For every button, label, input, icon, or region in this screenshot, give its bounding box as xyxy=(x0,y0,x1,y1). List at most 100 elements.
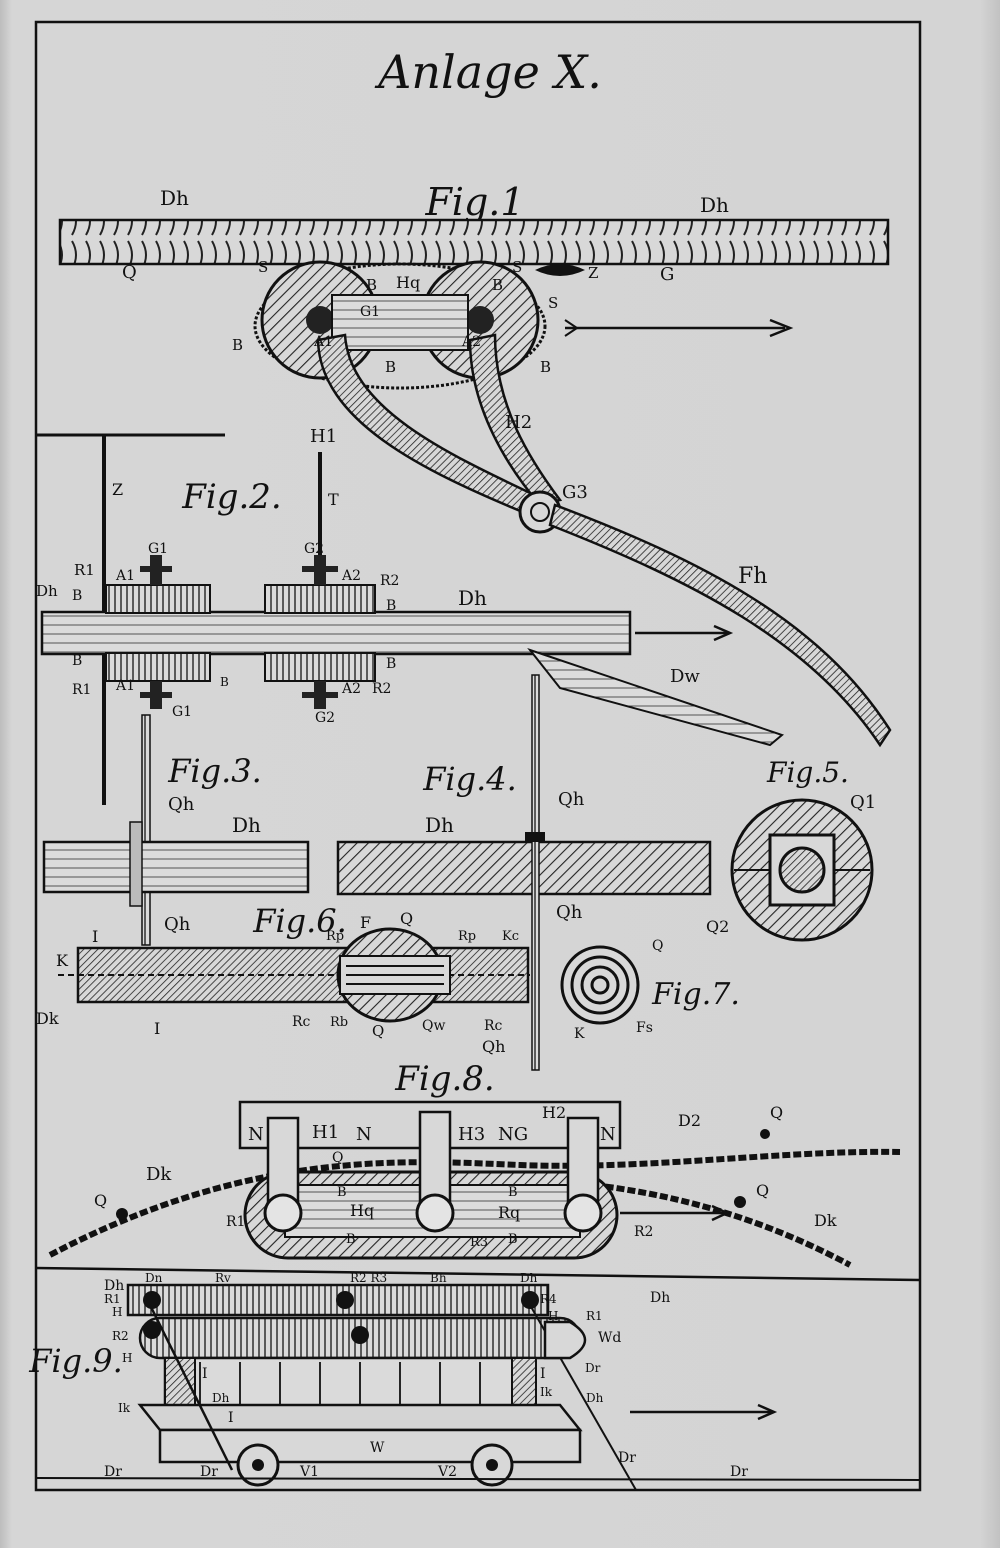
fig3-caption: Fig.3. xyxy=(167,752,262,790)
wheel-v1-hub xyxy=(252,1459,264,1471)
label: R1 xyxy=(74,561,95,579)
label: G1 xyxy=(172,704,192,720)
label: H xyxy=(112,1305,122,1319)
ground-line xyxy=(35,1477,921,1481)
clamp-q-top xyxy=(760,1129,770,1139)
fig2-caption: Fig.2. xyxy=(181,477,281,517)
label: B xyxy=(508,1185,518,1200)
label: B xyxy=(337,1185,347,1200)
label: H xyxy=(548,1309,558,1323)
label: R2 xyxy=(372,681,391,697)
label: R3 xyxy=(470,1235,488,1250)
nut-g1-bottom xyxy=(140,692,172,698)
fig9-caption: Fig.9. xyxy=(28,1342,123,1380)
nut-g2-bottom xyxy=(302,692,338,698)
cable-dz xyxy=(48,1148,901,1258)
label: Wd xyxy=(598,1330,621,1346)
label: Q xyxy=(332,1150,343,1166)
block-right-top xyxy=(264,584,376,614)
page-title: Anlage X. xyxy=(374,45,602,99)
spring-coils xyxy=(346,965,444,985)
label: T xyxy=(328,490,339,509)
label: B xyxy=(346,1232,356,1247)
label: Qw xyxy=(422,1018,445,1034)
label: Dh xyxy=(700,193,729,217)
label: Dk xyxy=(146,1164,172,1185)
coil-ring-2 xyxy=(580,965,620,1005)
label: Rb xyxy=(330,1015,348,1030)
label: R2 xyxy=(634,1224,653,1240)
label: A2 xyxy=(461,334,481,350)
label: Dh xyxy=(232,813,261,837)
label: I xyxy=(154,1019,160,1038)
axle-a1 xyxy=(306,306,334,334)
figure-6: Fig.6. I K Dk I F Q Rp Rp Kc Rc Rb Q Qw … xyxy=(36,902,530,1040)
label: B xyxy=(72,653,82,669)
label: Dh xyxy=(104,1278,124,1294)
label: R4 xyxy=(540,1292,557,1306)
rope-fh xyxy=(548,503,892,748)
figure-1: Fig.1 Dh Dh Q G S S S B B B B B Hq xyxy=(58,180,892,748)
label: H xyxy=(122,1351,132,1365)
label: NG xyxy=(498,1124,528,1145)
label: Dr xyxy=(200,1464,218,1480)
label: B xyxy=(386,598,396,614)
label: Dk xyxy=(36,1009,59,1028)
fig1-caption: Fig.1 xyxy=(424,180,524,224)
rail-bh xyxy=(126,1283,550,1317)
label: Qh xyxy=(556,902,583,923)
gear-r1 xyxy=(143,1291,161,1309)
label: R1 xyxy=(104,1292,121,1306)
label: V2 xyxy=(437,1464,457,1480)
label: H1 xyxy=(312,1122,339,1143)
fig4-caption: Fig.4. xyxy=(422,760,517,798)
label: G2 xyxy=(315,710,335,726)
label: Kc xyxy=(502,929,519,944)
label: N xyxy=(248,1124,264,1145)
car-windows xyxy=(199,1362,481,1424)
label: Fh xyxy=(738,564,767,589)
nut-g2-top xyxy=(302,566,338,572)
label: Q xyxy=(652,938,663,954)
label: Dh xyxy=(520,1271,538,1285)
label: Q xyxy=(770,1103,783,1122)
block-left-bottom xyxy=(105,652,211,682)
label: D2 xyxy=(678,1111,701,1130)
figure-7: Fig.7. Q K Fs xyxy=(560,938,740,1042)
label: Bh xyxy=(430,1271,447,1285)
label: B xyxy=(386,656,396,672)
label: Dn xyxy=(145,1271,163,1285)
label: R2 xyxy=(112,1329,129,1343)
fig8-caption: Fig.8. xyxy=(394,1059,494,1099)
label: Dh xyxy=(212,1391,230,1405)
figure-5: Fig.5. Q1 Q2 xyxy=(706,756,876,942)
shaft-dh-4 xyxy=(336,840,712,896)
gear-r2r3 xyxy=(336,1291,354,1309)
label: A2 xyxy=(341,681,361,697)
label: Dh xyxy=(160,186,189,210)
label: Qh xyxy=(164,914,191,935)
label: B xyxy=(220,675,229,689)
label: Qh xyxy=(482,1037,505,1056)
label: Rp xyxy=(326,929,344,944)
plate-qh-4 xyxy=(531,674,540,1071)
label: Dh xyxy=(36,582,58,600)
label: B xyxy=(540,358,551,376)
label: Fs xyxy=(636,1020,653,1036)
roller-r2 xyxy=(563,1193,603,1233)
label: Dh xyxy=(425,813,454,837)
figure-2: Fig.2. Z T G1 G2 R1 A1 A2 R2 Dh B xyxy=(36,433,785,805)
collar-4-top xyxy=(525,832,545,842)
label: S xyxy=(548,294,558,312)
label: Rq xyxy=(498,1203,520,1222)
label: I xyxy=(228,1410,234,1426)
label: S xyxy=(258,258,268,276)
label: G3 xyxy=(562,482,588,503)
label: R1 xyxy=(586,1309,603,1323)
label: R2 xyxy=(380,573,399,589)
drive-wd xyxy=(543,1320,587,1360)
label: I xyxy=(202,1366,208,1382)
chain-loop xyxy=(253,262,547,390)
rope-dh xyxy=(58,218,890,266)
block-right-bottom xyxy=(264,652,376,682)
